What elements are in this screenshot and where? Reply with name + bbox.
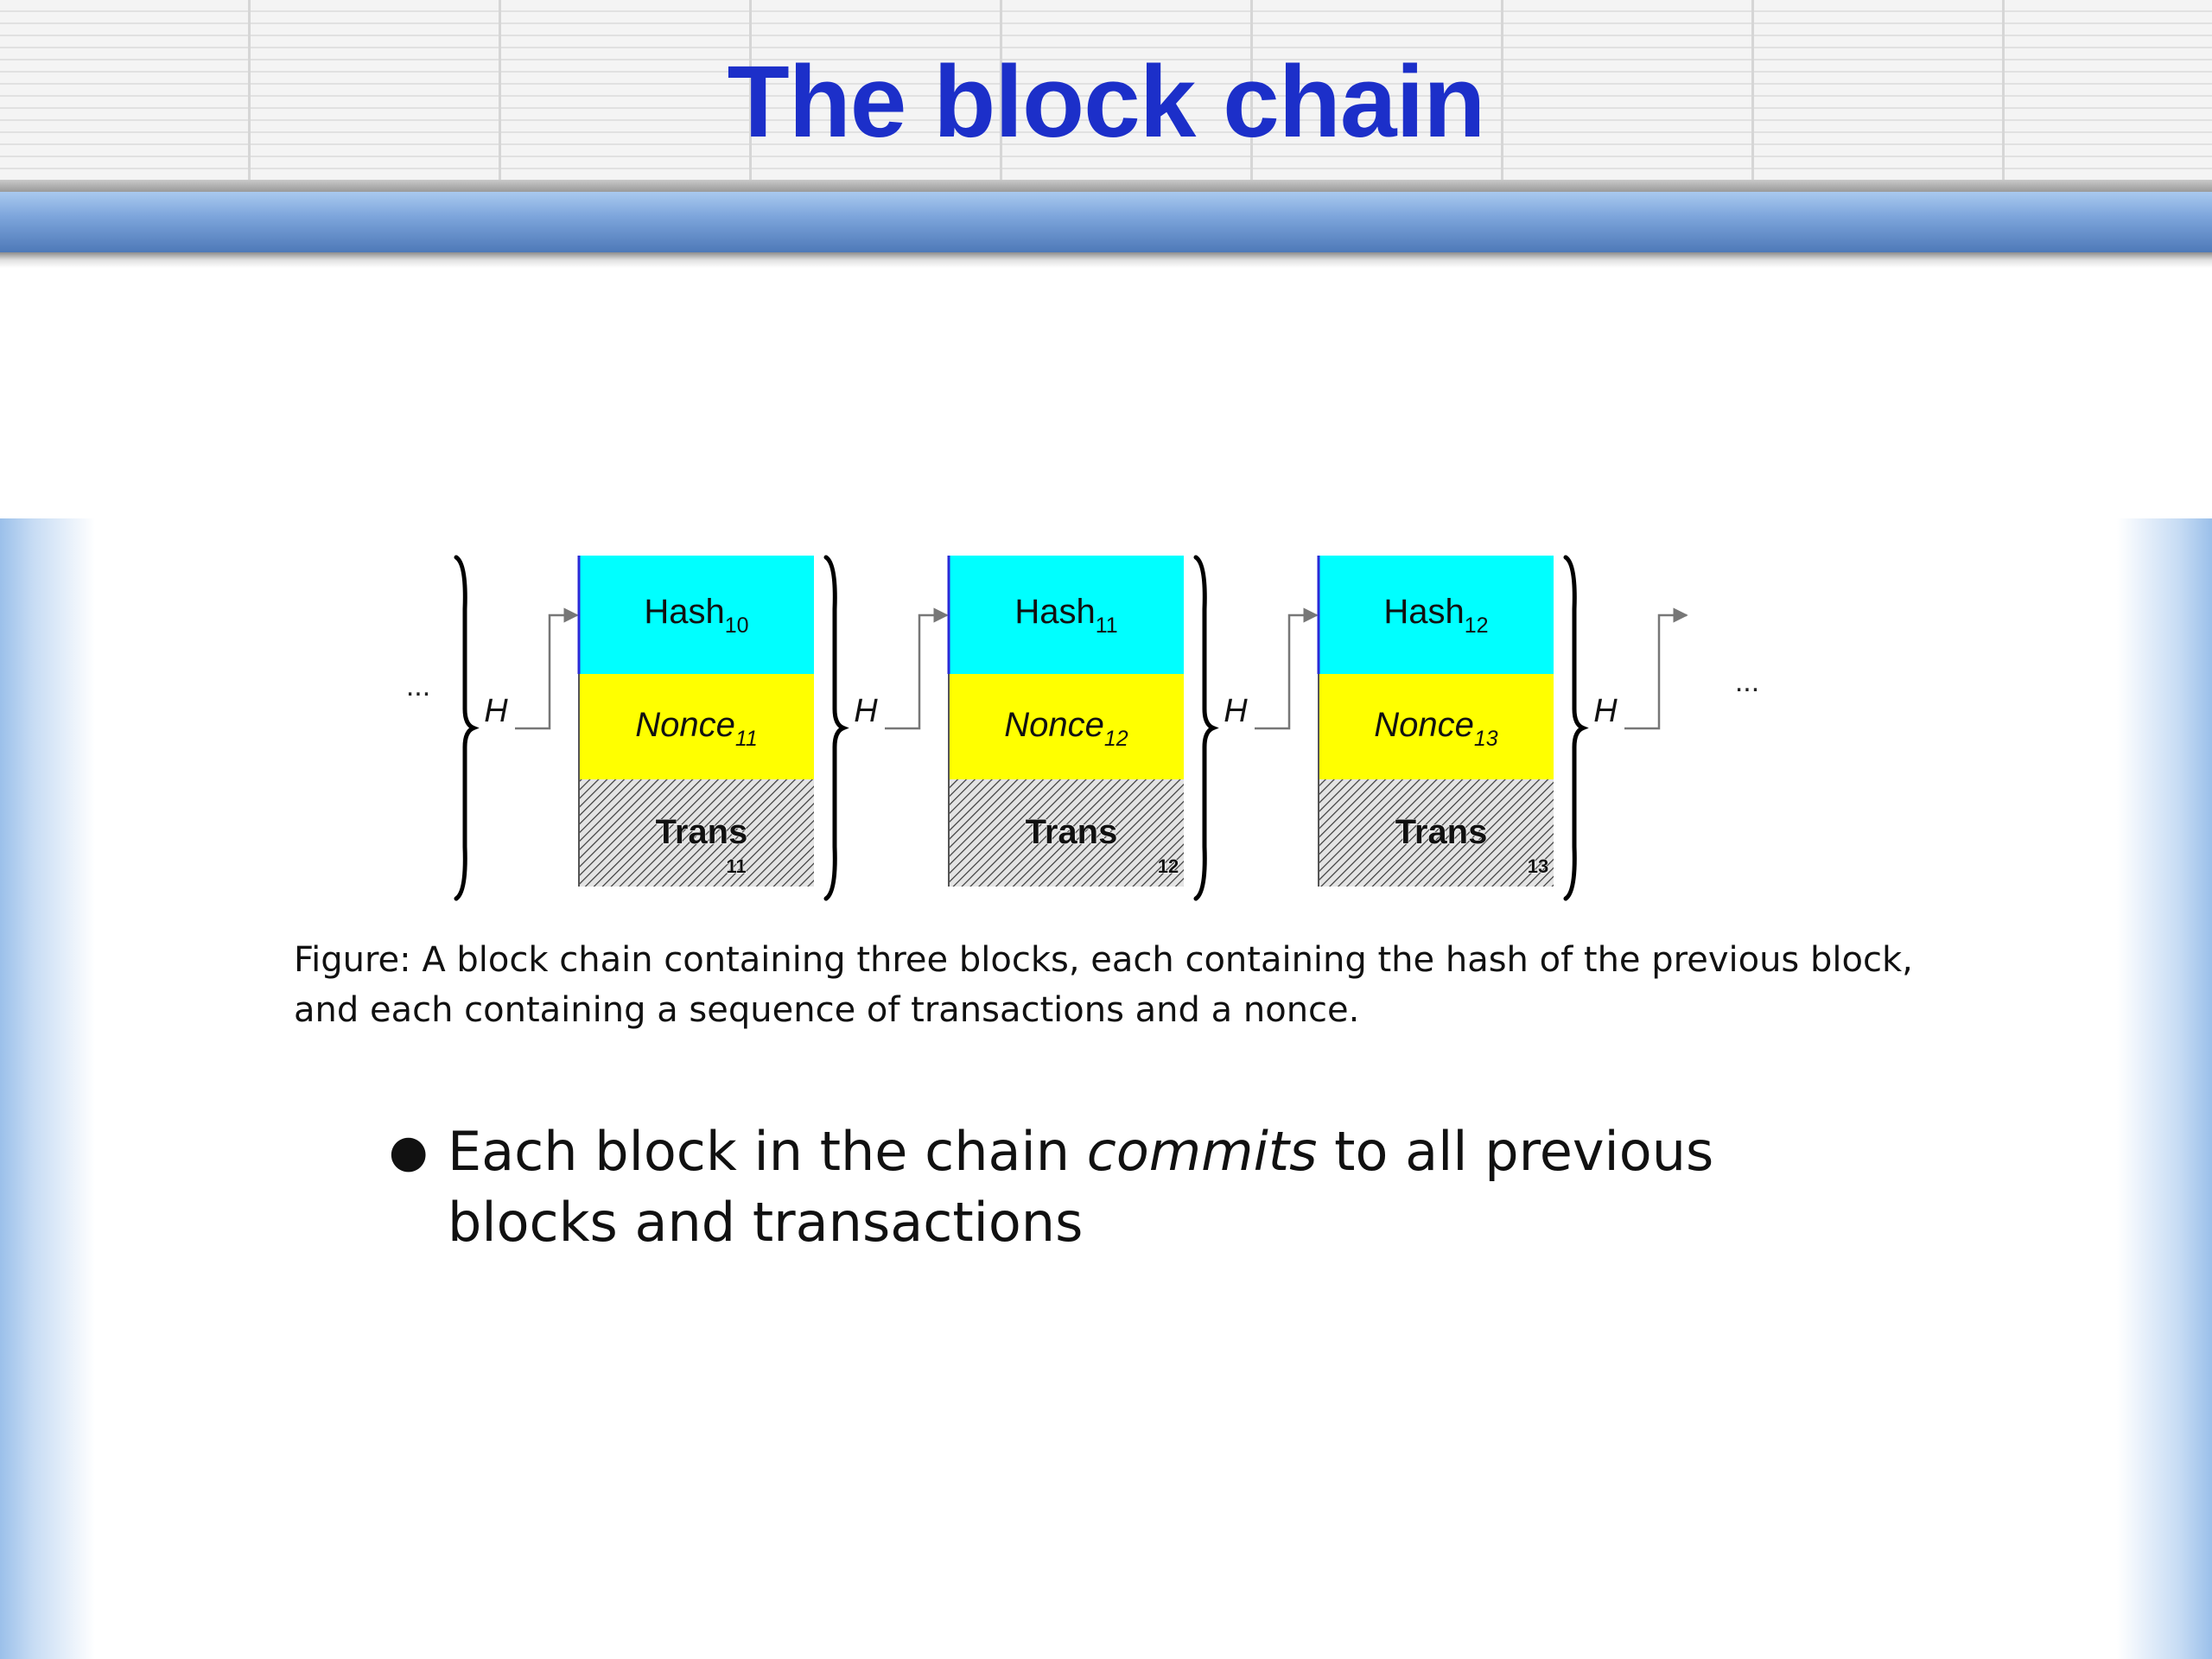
brace <box>1193 555 1219 901</box>
hash-field <box>1319 556 1554 674</box>
hash-pointer-arrow <box>885 607 949 730</box>
transactions-field <box>949 779 1184 887</box>
bullet-dot-icon: ● <box>389 1126 429 1178</box>
block: Trans 11 <box>577 556 814 887</box>
band-shadow <box>0 252 2212 268</box>
hash-pointer-arrow <box>1255 607 1319 730</box>
figure-caption: Figure: A block chain containing three b… <box>294 935 1936 1035</box>
trans-subscript: 13 <box>1528 855 1548 877</box>
nonce-label: Nonce13 <box>1374 706 1498 751</box>
nonce-field <box>1319 674 1554 779</box>
header-blue-band <box>0 192 2212 252</box>
bullet-text-end: to all previous blocks and transactions <box>448 1120 1714 1254</box>
header-band <box>0 0 2212 192</box>
hash-field <box>579 556 814 674</box>
transactions-field <box>579 779 814 887</box>
brace <box>454 555 480 901</box>
hash-label: Hash10 <box>644 593 748 638</box>
hash-function-label: H <box>1224 693 1248 729</box>
block: Trans 12 <box>947 556 1184 887</box>
right-side-glow <box>2117 518 2212 1659</box>
caption-line-1: Figure: A block chain containing three b… <box>294 940 1913 980</box>
hash-label: Hash11 <box>1014 593 1117 638</box>
header-shadow <box>0 180 2212 192</box>
trans-label: Trans <box>1395 813 1488 851</box>
bullet-text-start: Each block in the chain <box>448 1120 1087 1183</box>
trans-label: Trans <box>1026 813 1118 851</box>
nonce-label: Nonce11 <box>635 706 758 751</box>
trans-label: Trans <box>656 813 748 851</box>
ellipsis-right: ... <box>1735 665 1759 698</box>
hash-label: Hash12 <box>1383 593 1488 638</box>
brace <box>1563 555 1589 901</box>
hash-function-label: H <box>484 693 508 729</box>
transactions-field <box>1319 779 1554 887</box>
trans-subscript: 12 <box>1158 855 1179 877</box>
nonce-field <box>579 674 814 779</box>
ellipsis-left: ... <box>406 670 430 702</box>
nonce-label: Nonce12 <box>1004 706 1128 751</box>
hash-function-label: H <box>854 693 878 729</box>
trans-subscript: 11 <box>726 855 746 877</box>
slide-title: The block chain <box>727 45 1486 159</box>
hash-function-label: H <box>1593 693 1618 729</box>
hash-pointer-arrow <box>1624 607 1688 730</box>
nonce-field <box>949 674 1184 779</box>
hash-pointer-arrow <box>515 607 579 730</box>
brace <box>823 555 849 901</box>
bullet-emphasis: commits <box>1086 1120 1318 1183</box>
left-side-glow <box>0 518 95 1659</box>
bullet-text: Each block in the chain commits to all p… <box>448 1116 1796 1258</box>
caption-line-2: and each containing a sequence of transa… <box>294 990 1360 1030</box>
hash-field <box>949 556 1184 674</box>
block: Trans 13 <box>1317 556 1554 887</box>
